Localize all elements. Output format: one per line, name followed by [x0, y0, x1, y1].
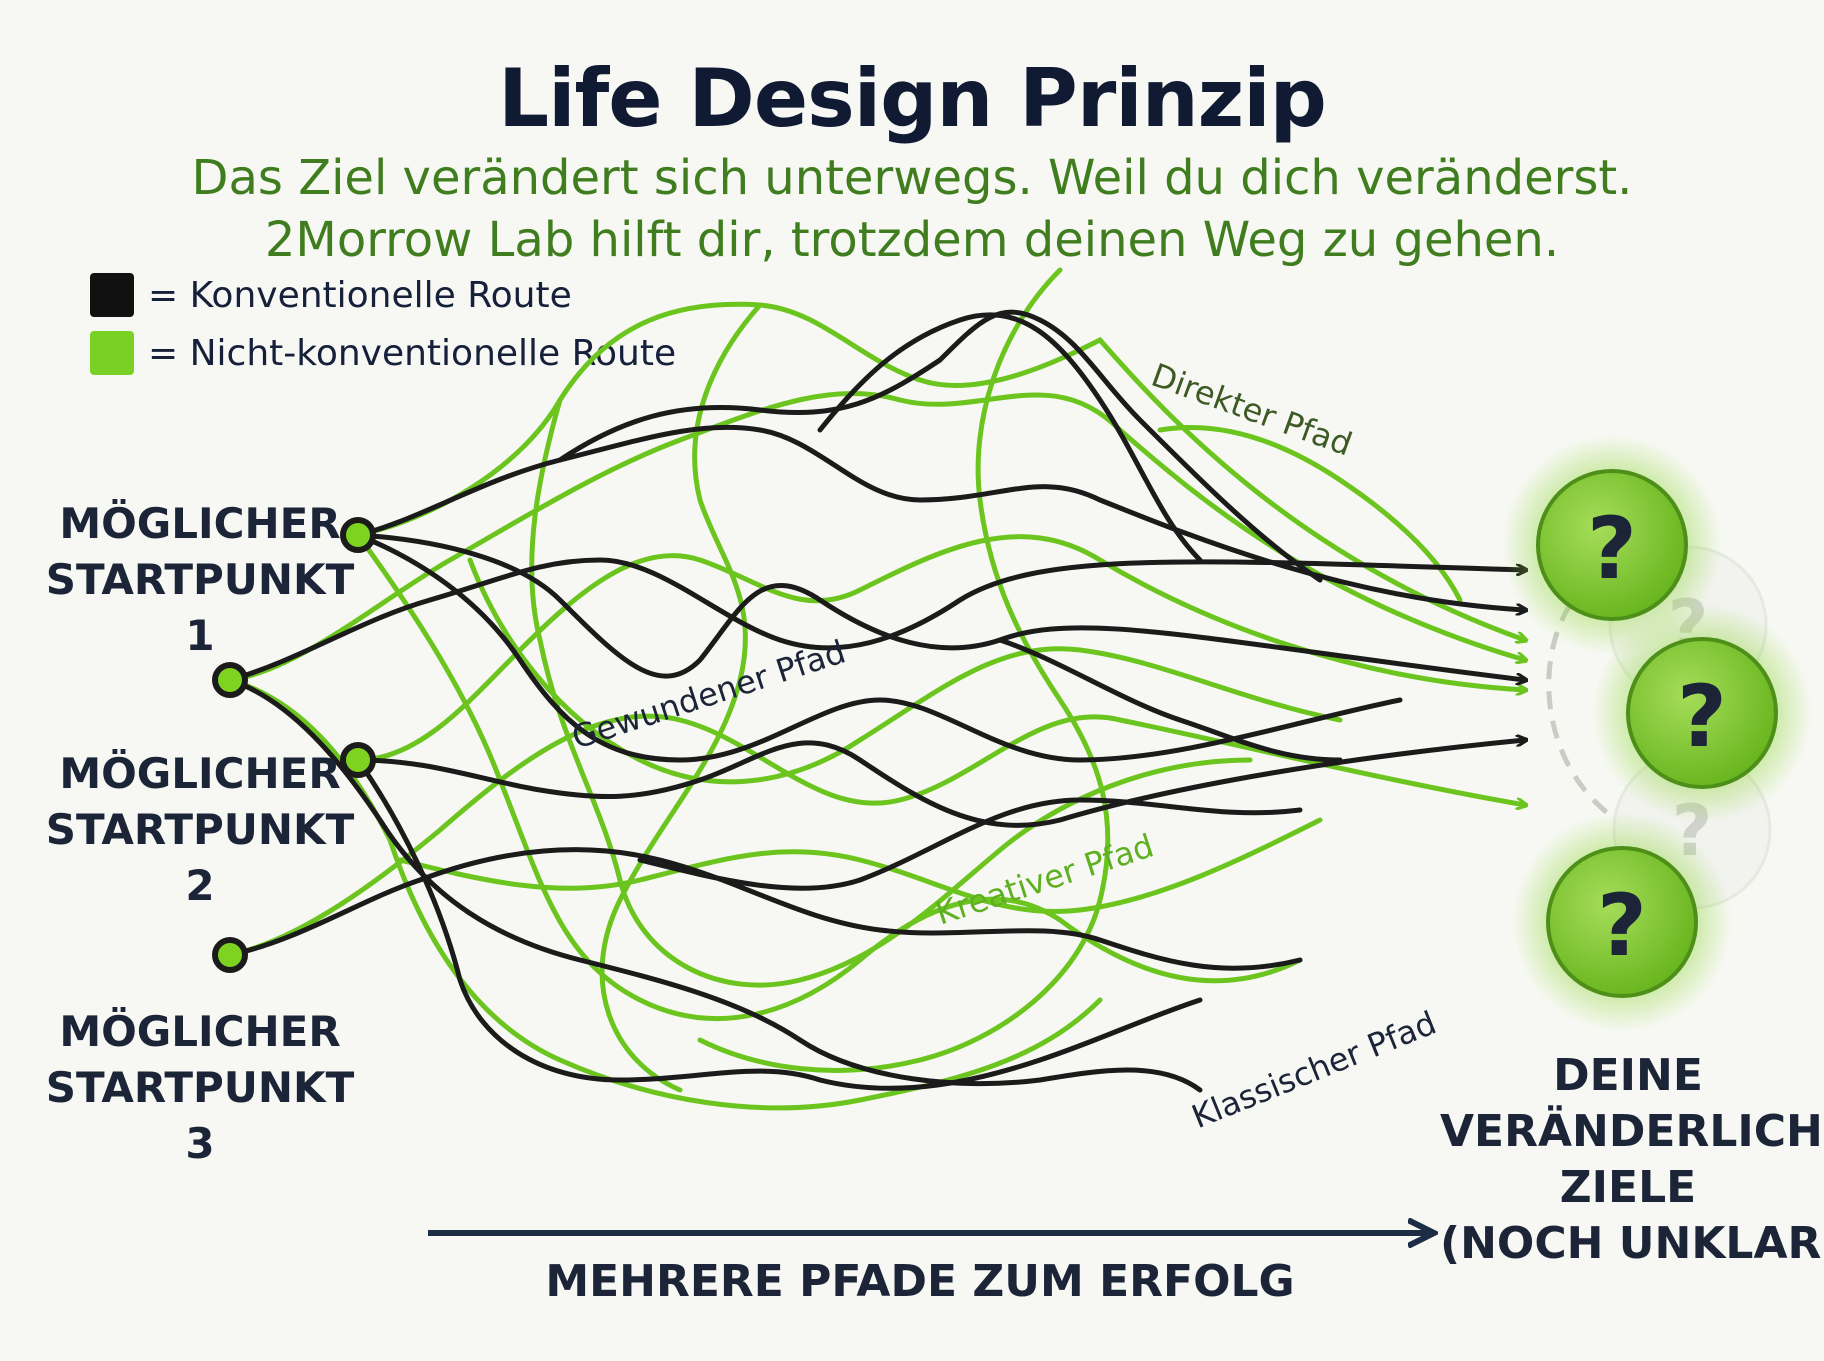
black-route [355, 740, 1525, 828]
classic-path-label: Klassischer Pfad [1186, 1004, 1441, 1137]
start-point-2-line2: STARTPUNKT 2 [45, 805, 355, 910]
start-point-1-label: MÖGLICHER STARTPUNKT 1 [40, 496, 360, 664]
green-route [599, 302, 763, 1093]
question-mark-icon: ? [1677, 667, 1727, 767]
question-mark-icon: ? [1587, 499, 1637, 599]
green-route [227, 713, 1525, 958]
legend-conventional-label: = Konventionelle Route [148, 274, 572, 316]
black-route [227, 847, 1303, 971]
black-route [227, 557, 1525, 683]
black-route [637, 797, 1303, 891]
conventional-routes [227, 309, 1525, 1093]
start-point-3-line1: MÖGLICHER [59, 1007, 341, 1056]
goal-circle-1 [1536, 469, 1688, 621]
black-route [355, 757, 1203, 1091]
start-point-1-line1: MÖGLICHER [59, 499, 341, 548]
green-route [397, 817, 1323, 915]
start-point-2-label: MÖGLICHER STARTPUNKT 2 [40, 746, 360, 914]
goal-label-line2: VERÄNDERLICHEN [1440, 1106, 1824, 1157]
goal-circle-2 [1626, 637, 1778, 789]
black-route [817, 312, 1203, 563]
goal-label: DEINE VERÄNDERLICHEN ZIELE (NOCH UNKLAR) [1440, 1048, 1824, 1272]
question-mark-icon: ? [1597, 876, 1647, 976]
start-point-1-marker [340, 517, 376, 553]
start-markers [212, 517, 376, 973]
green-route [467, 557, 1343, 785]
green-route [1157, 425, 1463, 603]
axis-label: MEHRERE PFADE ZUM ERFOLG [545, 1256, 1295, 1307]
start-point-1-line2: STARTPUNKT 1 [45, 555, 355, 660]
black-route [227, 677, 1203, 1093]
start-point-2-marker [340, 742, 376, 778]
goal-label-line1: DEINE [1553, 1050, 1703, 1101]
black-route [997, 637, 1343, 763]
green-route [355, 301, 1525, 640]
start-point-3-marker [212, 937, 248, 973]
green-route [529, 397, 1253, 988]
goal-label-line4: (NOCH UNKLAR) [1440, 1218, 1824, 1269]
legend-conventional: = Konventionelle Route [90, 272, 572, 318]
black-route [355, 532, 1525, 680]
direct-path-label: Direkter Pfad [1146, 356, 1357, 464]
subtitle-line-2: 2Morrow Lab hilft dir, trotzdem deinen W… [264, 212, 1560, 268]
start-point-extra-marker [212, 662, 248, 698]
goal-circle-3 [1546, 846, 1698, 998]
black-route [355, 532, 1403, 763]
start-point-3-label: MÖGLICHER STARTPUNKT 3 [40, 1004, 360, 1172]
subtitle-line-1: Das Ziel verändert sich unterwegs. Weil … [191, 150, 1633, 206]
start-point-2-line1: MÖGLICHER [59, 749, 341, 798]
goal-circles: ? ? ? ? ? [1502, 435, 1812, 1032]
legend-swatch-black [90, 273, 134, 317]
page-title: Life Design Prinzip [498, 52, 1327, 145]
black-route [355, 424, 1525, 610]
goal-label-line3: ZIELE [1559, 1162, 1697, 1213]
black-route [557, 309, 1323, 583]
start-point-3-line2: STARTPUNKT 3 [45, 1063, 355, 1168]
legend-swatch-green [90, 331, 134, 375]
